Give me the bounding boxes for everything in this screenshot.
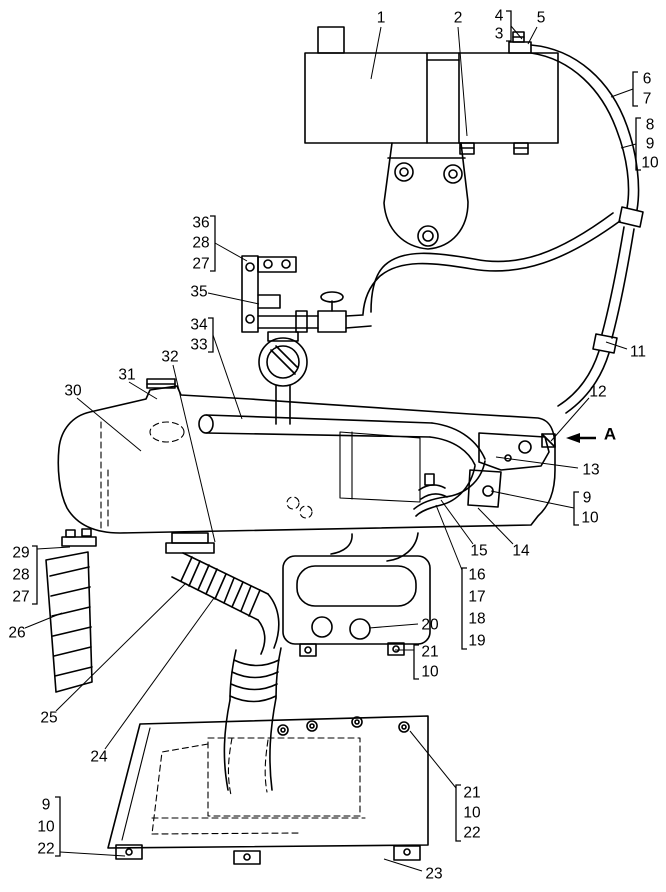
callout-32: 32 — [161, 348, 179, 366]
outlet-fitting — [508, 31, 532, 54]
fuel-hoses — [362, 44, 644, 414]
shutoff-valve — [257, 291, 372, 333]
callout-20: 20 — [421, 616, 439, 634]
callout-26: 26 — [8, 624, 26, 642]
callout-24: 24 — [90, 748, 108, 766]
callout-29: 29 — [12, 544, 30, 562]
callout-4: 4 — [494, 7, 504, 25]
callout-27-upper: 27 — [192, 255, 210, 273]
callout-12: 12 — [589, 383, 607, 401]
callout-2: 2 — [453, 9, 463, 27]
callout-16: 16 — [468, 566, 486, 584]
callout-10-bottom-left: 10 — [37, 818, 55, 836]
callout-brackets — [32, 10, 641, 857]
main-tank — [57, 378, 556, 534]
sender-unit — [339, 431, 421, 503]
callout-10-bottom: 10 — [463, 804, 481, 822]
right-bracket — [467, 432, 556, 508]
callout-18: 18 — [468, 610, 486, 628]
callout-28-lower: 28 — [12, 566, 30, 584]
callout-11: 11 — [629, 343, 647, 361]
callout-22-bottom: 22 — [463, 824, 481, 842]
callout-10-mid: 10 — [581, 509, 599, 527]
view-a-arrow — [566, 433, 596, 443]
filler-pipe — [198, 414, 486, 466]
corrugated-hose — [165, 532, 282, 791]
callout-10-heater: 10 — [421, 663, 439, 681]
top-tank — [304, 26, 559, 155]
view-a-label: A — [603, 424, 617, 444]
callout-25: 25 — [40, 709, 58, 727]
callout-10-right: 10 — [641, 154, 659, 172]
leader-lines — [24, 25, 637, 872]
callout-6: 6 — [642, 70, 652, 88]
callout-9-bottom: 9 — [41, 796, 51, 814]
valve-bracket — [241, 255, 297, 333]
callout-30: 30 — [64, 382, 82, 400]
callout-15: 15 — [470, 542, 488, 560]
callout-31: 31 — [118, 366, 136, 384]
outlet-hose-clamp — [413, 460, 486, 517]
fuel-filter — [258, 331, 308, 425]
callout-21-mid: 21 — [421, 643, 439, 661]
left-panel — [45, 528, 97, 693]
callout-9-right: 9 — [645, 135, 655, 153]
callout-33: 33 — [190, 336, 208, 354]
callout-35: 35 — [190, 283, 208, 301]
callout-21-bottom: 21 — [463, 784, 481, 802]
callout-27-lower: 27 — [12, 588, 30, 606]
housing-internals — [151, 737, 366, 835]
callout-19: 19 — [468, 632, 486, 650]
callout-34: 34 — [190, 316, 208, 334]
callout-14: 14 — [512, 542, 530, 560]
heater-assembly — [282, 532, 431, 657]
callout-28-upper: 28 — [192, 234, 210, 252]
tank-internals — [100, 421, 313, 529]
callout-36: 36 — [192, 214, 210, 232]
callout-23: 23 — [425, 865, 443, 883]
callout-17: 17 — [468, 588, 486, 606]
callout-13: 13 — [582, 461, 600, 479]
callout-3: 3 — [494, 25, 504, 43]
callout-1: 1 — [376, 9, 386, 27]
callout-22-bottom-left: 22 — [37, 840, 55, 858]
tank-bracket — [383, 142, 469, 250]
callout-8: 8 — [645, 116, 655, 134]
air-cleaner-housing — [107, 715, 429, 865]
callout-7: 7 — [642, 90, 652, 108]
callout-5: 5 — [536, 9, 546, 27]
callout-9-mid: 9 — [582, 489, 592, 507]
